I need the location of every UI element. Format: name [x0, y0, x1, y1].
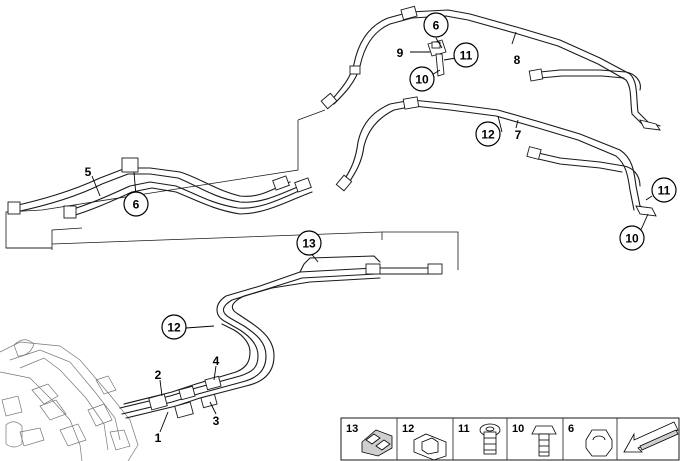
bracket-top: [427, 39, 447, 77]
engine-block-sketch: [0, 339, 139, 461]
holder-icon: [413, 433, 447, 461]
callout-10-right: 10: [619, 225, 645, 251]
legend-item-12: 12: [402, 423, 447, 461]
legend-num-10: 10: [512, 423, 524, 435]
nut-icon: [585, 429, 613, 457]
reference-frame: [5, 109, 459, 270]
legend-num-11: 11: [458, 423, 470, 435]
callout-10-top-text: 10: [415, 73, 429, 87]
screw-icon: [531, 425, 557, 457]
legend-item-13: 13: [346, 423, 393, 457]
legend-item-arrow: [623, 421, 679, 453]
callout-6-left: 6: [123, 191, 149, 217]
legend-strip: 13 12 11: [340, 417, 680, 461]
arrow-icon: [623, 421, 679, 453]
legend-num-6: 6: [568, 423, 574, 435]
callout-10-right-text: 10: [625, 232, 639, 246]
label-9: 9: [397, 46, 404, 60]
callout-12-mid: 12: [475, 121, 501, 147]
callout-6-top-text: 6: [433, 19, 440, 33]
callout-11-right: 11: [651, 177, 677, 203]
callout-13: 13: [296, 230, 322, 256]
bolt-icon: [479, 423, 501, 455]
legend-item-10: 10: [512, 423, 557, 457]
callout-11-top-text: 11: [460, 49, 473, 63]
label-1: 1: [155, 431, 162, 445]
pipe-line-12-13: [119, 255, 443, 419]
leader-lines: [91, 31, 653, 433]
legend-num-12: 12: [402, 423, 414, 435]
pipe-line-5: [7, 157, 313, 219]
callout-6-left-text: 6: [133, 198, 140, 212]
pipe-line-7: [335, 96, 657, 217]
callout-12-low: 12: [161, 314, 187, 340]
callout-10-top: 10: [409, 66, 435, 92]
fitting-left-2: [63, 205, 77, 219]
bracket-6-left: [121, 157, 139, 173]
legend-item-6: 6: [568, 423, 613, 457]
callout-11-right-text: 11: [658, 184, 671, 198]
callout-6-top: 6: [423, 12, 449, 38]
label-4: 4: [213, 354, 220, 368]
label-7: 7: [515, 128, 522, 142]
clip-icon: [361, 429, 393, 457]
legend-num-13: 13: [346, 423, 358, 435]
callout-13-text: 13: [302, 237, 316, 251]
fitting-left-1: [7, 201, 21, 215]
callout-11-top: 11: [453, 42, 479, 68]
legend-item-11: 11: [458, 423, 501, 455]
label-5: 5: [85, 165, 92, 179]
callout-12-low-text: 12: [167, 321, 181, 335]
label-2: 2: [155, 368, 162, 382]
pipe-line-8: [320, 5, 661, 131]
label-8: 8: [514, 53, 521, 67]
callout-12-mid-text: 12: [481, 128, 495, 142]
label-3: 3: [213, 414, 220, 428]
